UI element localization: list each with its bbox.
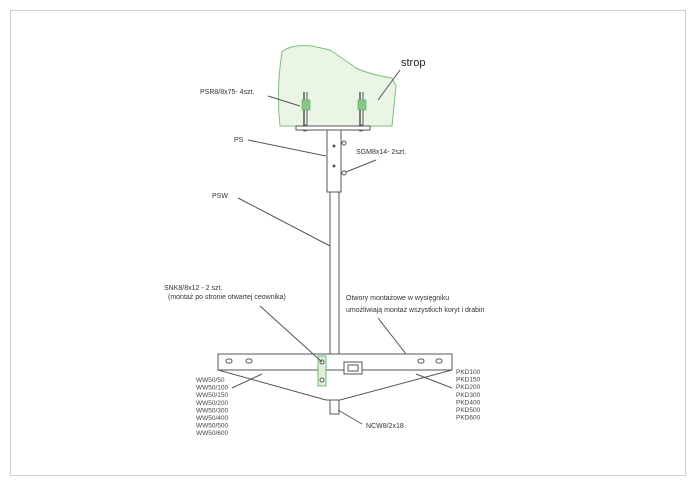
leader-anchor [267, 95, 301, 107]
right-model-list: PKD100PKD150PKD200PKD300PKD400PKD500PKD6… [456, 369, 481, 422]
left-model-7: WW50/500 [196, 423, 229, 430]
label-ps: PS [234, 137, 244, 144]
screw-head-2 [341, 170, 347, 176]
leader-left-models [231, 373, 263, 389]
leader-right-models [415, 373, 453, 389]
label-holes-line1: Otwory montażowe w wysięgniku [346, 295, 449, 302]
right-model-3: PKD200 [456, 384, 481, 391]
label-ceiling: strop [401, 57, 425, 69]
right-model-2: PKD150 [456, 377, 481, 384]
leader-holes [377, 317, 407, 355]
arm-holes-right [417, 358, 443, 364]
leader-ncw [337, 409, 363, 425]
left-model-3: WW50/150 [196, 392, 229, 399]
green-bolt-marker [317, 355, 327, 387]
label-psw: PSW [212, 193, 228, 200]
label-anchor-bolts: PSR8/8x75- 4szt. [200, 89, 255, 96]
arm-holes-left [225, 358, 253, 364]
label-ncw: NCW8/2x18 [366, 423, 404, 430]
left-model-2: WW50/100 [196, 385, 229, 392]
left-model-6: WW50/400 [196, 415, 229, 422]
label-screws: SGM8x14- 2szt. [356, 149, 406, 156]
psw-rod [329, 191, 340, 415]
left-model-8: WW50/600 [196, 430, 229, 437]
leader-snk [259, 305, 323, 363]
leader-ps [247, 139, 327, 157]
right-model-7: PKD600 [456, 415, 481, 422]
right-model-6: PKD500 [456, 407, 481, 414]
arm-center-slot-inner [347, 364, 359, 372]
left-model-5: WW50/300 [196, 407, 229, 414]
leader-ceiling [377, 69, 401, 101]
screw-head-1 [341, 140, 347, 146]
left-model-4: WW50/200 [196, 400, 229, 407]
ps-tube [326, 129, 342, 193]
leader-psw [237, 197, 331, 247]
right-model-4: PKD300 [456, 392, 481, 399]
leader-screws [345, 159, 377, 173]
label-holes-line2: umożliwiają montaż wszystkich koryt i dr… [346, 307, 485, 314]
label-snk-line2: (montaż po stronie otwartej ceownika) [168, 294, 286, 301]
ceiling-block [277, 45, 397, 127]
left-model-1: WW50/50 [196, 377, 225, 384]
ps-hole-2 [332, 164, 336, 168]
left-model-list: WW50/50WW50/100WW50/150WW50/200WW50/300W… [196, 377, 229, 437]
ceiling-plate [295, 125, 371, 131]
ps-hole-1 [332, 144, 336, 148]
label-snk-line1: SNK8/8x12 - 2 szt. [164, 285, 222, 292]
cantilever-arm [217, 353, 453, 401]
right-model-1: PKD100 [456, 369, 481, 376]
right-model-5: PKD400 [456, 399, 481, 406]
